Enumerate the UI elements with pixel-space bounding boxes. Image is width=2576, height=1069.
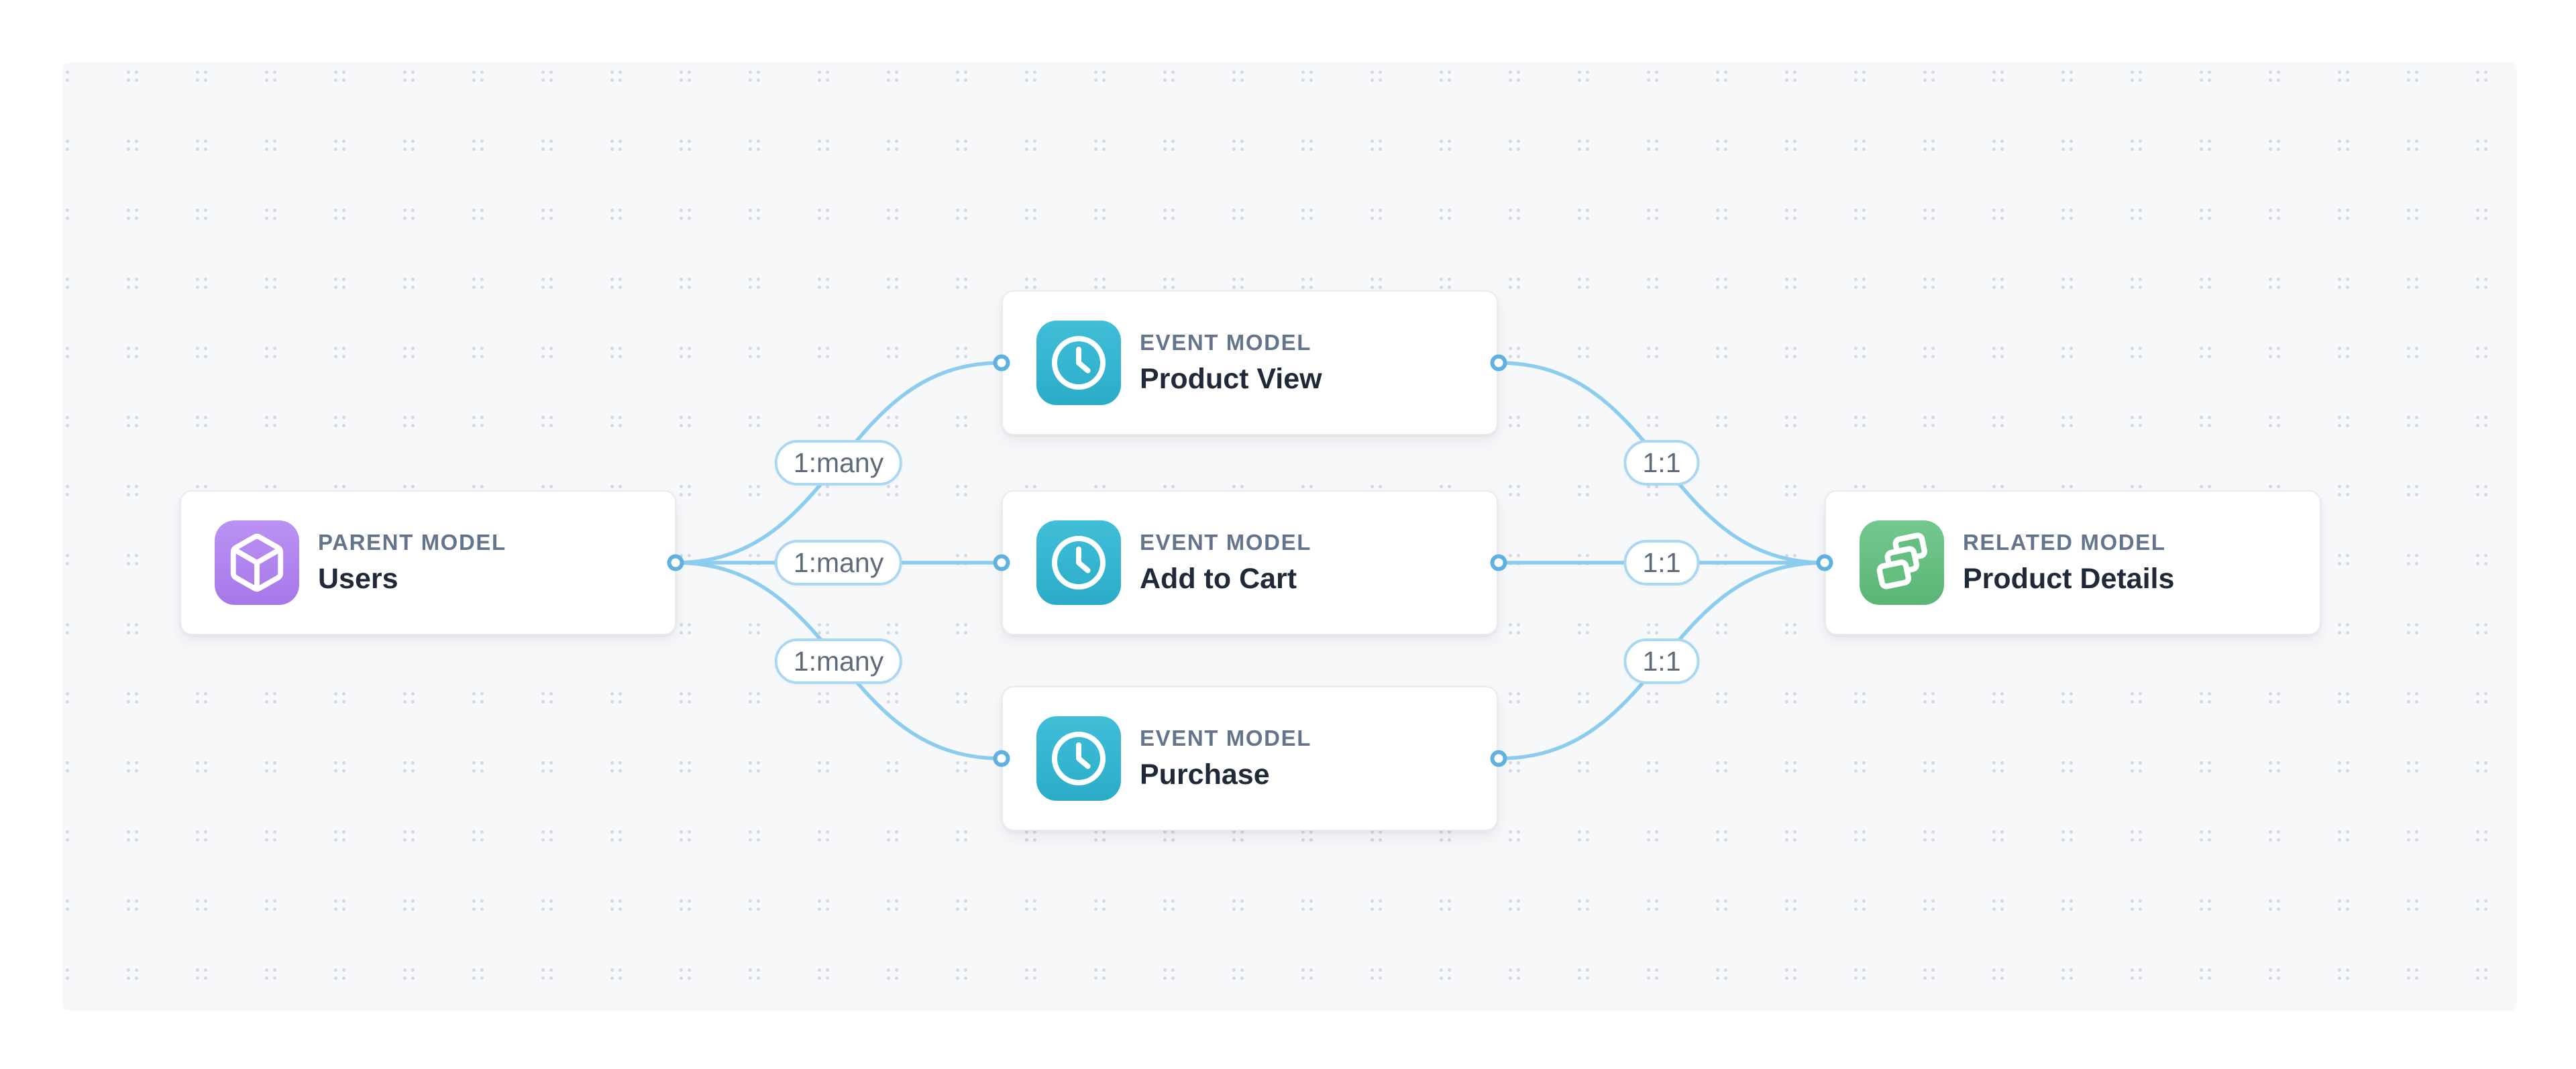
node-type-label: RELATED MODEL [1963,529,2166,555]
port-add-to-cart-out[interactable] [1490,554,1507,571]
port-purchase-in[interactable] [993,750,1010,767]
edge-label-users-purchase: 1:many [774,638,903,684]
port-product-view-in[interactable] [993,354,1010,372]
node-type-label: PARENT MODEL [318,529,506,555]
node-product-view[interactable]: EVENT MODEL Product View [1002,290,1498,435]
node-title: Product Details [1963,563,2175,595]
ports-layer [667,354,1833,767]
edge-label-product-view-product-details: 1:1 [1623,440,1700,486]
node-title: Product View [1140,363,1322,395]
node-title: Users [318,563,398,595]
stack-icon [1860,520,1944,605]
port-product-details-in[interactable] [1816,554,1833,571]
clock-icon [1036,321,1121,405]
edge-label-purchase-product-details: 1:1 [1623,638,1700,684]
node-type-label: EVENT MODEL [1140,329,1311,355]
node-product-details[interactable]: RELATED MODEL Product Details [1825,490,2321,635]
edge-label-users-add-to-cart: 1:many [774,540,903,585]
box-icon [215,520,299,605]
port-product-view-out[interactable] [1490,354,1507,372]
clock-icon [1036,716,1121,801]
node-type-label: EVENT MODEL [1140,529,1311,555]
clock-icon [1036,520,1121,605]
port-purchase-out[interactable] [1490,750,1507,767]
port-users-out[interactable] [667,554,684,571]
node-type-label: EVENT MODEL [1140,725,1311,750]
port-add-to-cart-in[interactable] [993,554,1010,571]
node-title: Purchase [1140,758,1270,791]
node-title: Add to Cart [1140,563,1297,595]
node-users[interactable]: PARENT MODEL Users [180,490,676,635]
edge-label-add-to-cart-product-details: 1:1 [1623,540,1700,585]
node-add-to-cart[interactable]: EVENT MODEL Add to Cart [1002,490,1498,635]
diagram-canvas[interactable]: PARENT MODEL Users EVENT MODEL Product V… [62,62,2517,1011]
edge-label-users-product-view: 1:many [774,440,903,486]
node-purchase[interactable]: EVENT MODEL Purchase [1002,686,1498,831]
